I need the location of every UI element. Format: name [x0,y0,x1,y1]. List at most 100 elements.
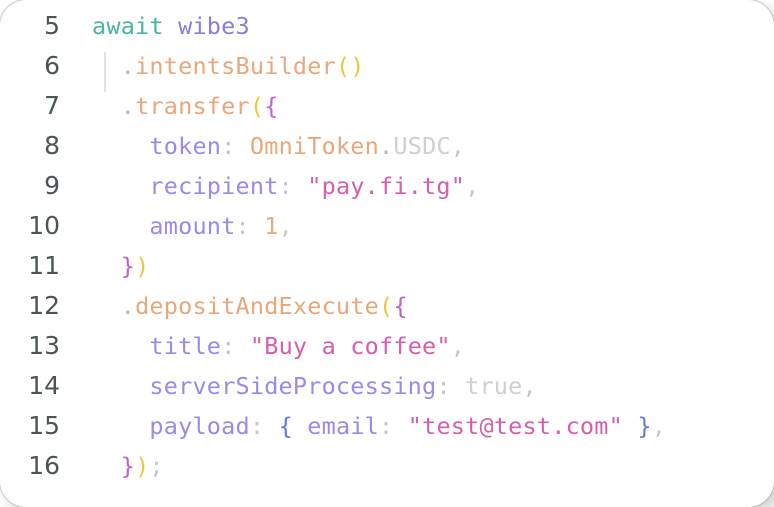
token-prop: title [149,332,222,360]
token-method: depositAndExecute [135,292,379,320]
token-punct [92,92,121,120]
line-number: 11 [28,251,60,280]
token-paren: ( [249,92,265,120]
token-punct [236,132,250,160]
token-brace-p: { [264,92,279,120]
token-brace-b: { [278,412,293,440]
line-code[interactable]: payload: { email: "test@test.com" }, [68,406,774,446]
code-line[interactable]: 6 .intentsBuilder() [0,46,774,86]
code-line[interactable]: 16 }); [0,446,774,486]
token-punct [236,332,250,360]
token-dot: . [379,132,394,160]
line-number: 14 [28,371,60,400]
code-line[interactable]: 12 .depositAndExecute({ [0,286,774,326]
line-number: 15 [28,411,60,440]
line-number: 13 [28,331,60,360]
token-colon: : [436,372,451,400]
token-comma: , [450,132,466,160]
token-colon: : [221,332,236,360]
token-colon: : [249,412,265,440]
token-comma: , [278,212,293,240]
token-colon: : [379,412,394,440]
token-prop: payload [149,412,250,440]
code-line[interactable]: 5 await wibe3 [0,6,774,46]
token-colon: : [278,172,293,200]
token-punct [92,412,149,440]
token-punct [293,412,307,440]
token-prop: email [307,412,380,440]
token-paren: ) [135,452,150,480]
token-paren: ( [335,52,351,80]
token-comma: , [651,412,667,440]
token-method: transfer [135,92,250,120]
token-dot: . [120,92,136,120]
line-code[interactable]: .intentsBuilder() [68,46,774,86]
line-number: 6 [44,51,60,80]
token-brace-p: } [120,252,136,280]
token-paren: ( [378,292,394,320]
line-number: 16 [28,451,60,480]
token-punct [92,292,121,320]
line-code[interactable]: token: OmniToken.USDC, [68,126,774,166]
token-punct [92,452,121,480]
line-number: 9 [44,171,60,200]
token-string: "test@test.com" [407,412,623,440]
token-paren: ) [135,252,150,280]
token-method: intentsBuilder [135,52,336,80]
token-class: OmniToken [249,132,380,160]
token-member: USDC [393,132,451,160]
code-line[interactable]: 10 amount: 1, [0,206,774,246]
token-punct [92,332,149,360]
token-punct [92,52,121,80]
token-brace-p: } [120,452,136,480]
token-colon: ; [149,452,164,480]
line-code[interactable]: .depositAndExecute({ [68,286,774,326]
token-dot: . [120,292,136,320]
token-punct [264,412,278,440]
token-prop: amount [149,212,236,240]
line-code[interactable]: title: "Buy a coffee", [68,326,774,366]
line-number: 8 [44,131,60,160]
indent-guide [104,52,106,92]
token-brace-p: { [393,292,408,320]
token-colon: : [235,212,250,240]
token-keyword: await [92,12,164,40]
line-code[interactable]: await wibe3 [68,6,774,46]
line-code[interactable]: recipient: "pay.fi.tg", [68,166,774,206]
code-line[interactable]: 8 token: OmniToken.USDC, [0,126,774,166]
line-code[interactable]: .transfer({ [68,86,774,126]
token-comma: , [522,372,537,400]
token-prop: serverSideProcessing [149,372,437,400]
token-punct [393,412,407,440]
token-comma: , [450,332,466,360]
code-line[interactable]: 11 }) [0,246,774,286]
token-number: 1 [264,212,279,240]
token-punct [250,212,264,240]
token-punct [92,132,149,160]
token-punct [92,372,149,400]
token-ident: wibe3 [178,12,250,40]
token-string: "Buy a coffee" [249,332,451,360]
token-punct [92,172,149,200]
token-prop: recipient [149,172,279,200]
code-line[interactable]: 13 title: "Buy a coffee", [0,326,774,366]
token-punct [451,372,465,400]
line-code[interactable]: }); [68,446,774,486]
token-punct [92,212,149,240]
token-brace-b: } [637,412,652,440]
line-code[interactable]: serverSideProcessing: true, [68,366,774,406]
code-line[interactable]: 15 payload: { email: "test@test.com" }, [0,406,774,446]
token-const: true [465,372,523,400]
code-line[interactable]: 9 recipient: "pay.fi.tg", [0,166,774,206]
line-number: 12 [28,291,60,320]
code-line[interactable]: 7 .transfer({ [0,86,774,126]
line-code[interactable]: }) [68,246,774,286]
code-line[interactable]: 14 serverSideProcessing: true, [0,366,774,406]
line-code[interactable]: amount: 1, [68,206,774,246]
line-number: 5 [44,11,60,40]
token-colon: : [221,132,236,160]
token-paren: ) [350,52,365,80]
line-number: 10 [28,211,60,240]
